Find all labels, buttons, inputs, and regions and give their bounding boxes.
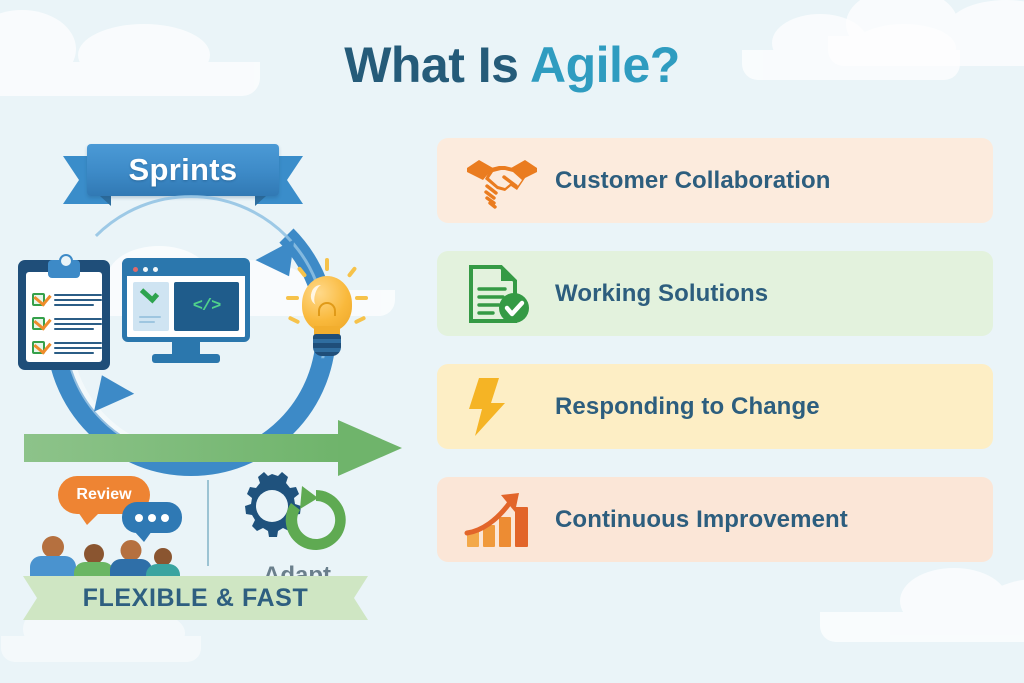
card-responding-to-change[interactable]: Responding to Change xyxy=(437,364,993,449)
card-label: Customer Collaboration xyxy=(555,166,831,194)
arrow-shaft xyxy=(24,434,342,462)
review-label: Review xyxy=(76,486,132,503)
flexible-fast-label: FLEXIBLE & FAST xyxy=(82,583,309,612)
cloud-icon xyxy=(820,568,1024,642)
arrow-head xyxy=(338,420,402,476)
code-panel: </> xyxy=(174,282,239,331)
sprints-ribbon: Sprints xyxy=(63,134,303,206)
sprints-label: Sprints xyxy=(128,152,238,187)
refresh-arrow-icon xyxy=(285,486,346,550)
card-label: Continuous Improvement xyxy=(555,505,848,533)
card-label: Responding to Change xyxy=(555,392,820,420)
card-label: Working Solutions xyxy=(555,279,769,307)
ribbon-body: Sprints xyxy=(87,144,279,196)
checkbox-icon xyxy=(32,288,52,307)
cloud-icon xyxy=(0,10,260,96)
trend-arrow-icon xyxy=(464,492,519,535)
check-mark-icon xyxy=(33,288,52,307)
lightning-bolt-icon xyxy=(463,376,541,438)
monitor-stand-base xyxy=(152,354,220,363)
card-working-solutions[interactable]: Working Solutions xyxy=(437,251,993,336)
window-dot-red xyxy=(133,267,138,272)
dot-icon xyxy=(148,513,156,522)
title-part-2: Agile? xyxy=(530,37,680,93)
flexible-fast-banner: FLEXIBLE & FAST xyxy=(23,576,368,620)
clipboard-clip xyxy=(48,254,80,278)
checklist-row xyxy=(32,312,102,332)
team-group-icon: Review xyxy=(26,476,186,588)
card-continuous-improvement[interactable]: Continuous Improvement xyxy=(437,477,993,562)
document-check-icon xyxy=(463,263,541,325)
handshake-icon xyxy=(463,150,541,212)
adapt-icon-group: Adapt xyxy=(232,466,362,596)
green-forward-arrow-icon xyxy=(24,420,402,476)
checkbox-icon xyxy=(32,312,52,331)
monitor-content: </> xyxy=(127,276,245,337)
dot-icon xyxy=(161,513,169,522)
title-part-1: What Is xyxy=(344,37,531,93)
agile-values-list: Customer Collaboration Working Solutions xyxy=(437,138,993,590)
monitor-code-icon: </> xyxy=(122,258,250,368)
cloud-icon xyxy=(828,0,1024,66)
clipboard-checklist-icon xyxy=(18,254,110,370)
code-glyph: </> xyxy=(192,297,222,316)
window-dot xyxy=(143,267,148,272)
checkbox-icon xyxy=(32,336,52,355)
page-title: What Is Agile? xyxy=(0,36,1024,94)
dot-icon xyxy=(135,513,143,522)
check-mark-icon xyxy=(139,284,160,304)
bulb-filament xyxy=(318,302,336,316)
card-customer-collaboration[interactable]: Customer Collaboration xyxy=(437,138,993,223)
monitor-stand-neck xyxy=(172,342,200,356)
agile-cycle-illustration: Sprints xyxy=(0,108,420,638)
checklist-row xyxy=(32,336,102,356)
vertical-divider xyxy=(207,480,209,566)
window-dot xyxy=(153,267,158,272)
growth-chart-icon xyxy=(463,489,541,551)
lightbulb-icon xyxy=(280,258,372,370)
cloud-icon xyxy=(1,602,201,662)
chat-speech-bubble xyxy=(122,502,182,542)
monitor-screen: </> xyxy=(122,258,250,342)
bulb-base xyxy=(313,334,341,356)
check-mark-icon xyxy=(33,336,52,355)
window-title-bar xyxy=(127,263,245,276)
checklist-row xyxy=(32,288,102,308)
check-mark-icon xyxy=(33,312,52,331)
test-pass-panel xyxy=(133,282,169,331)
